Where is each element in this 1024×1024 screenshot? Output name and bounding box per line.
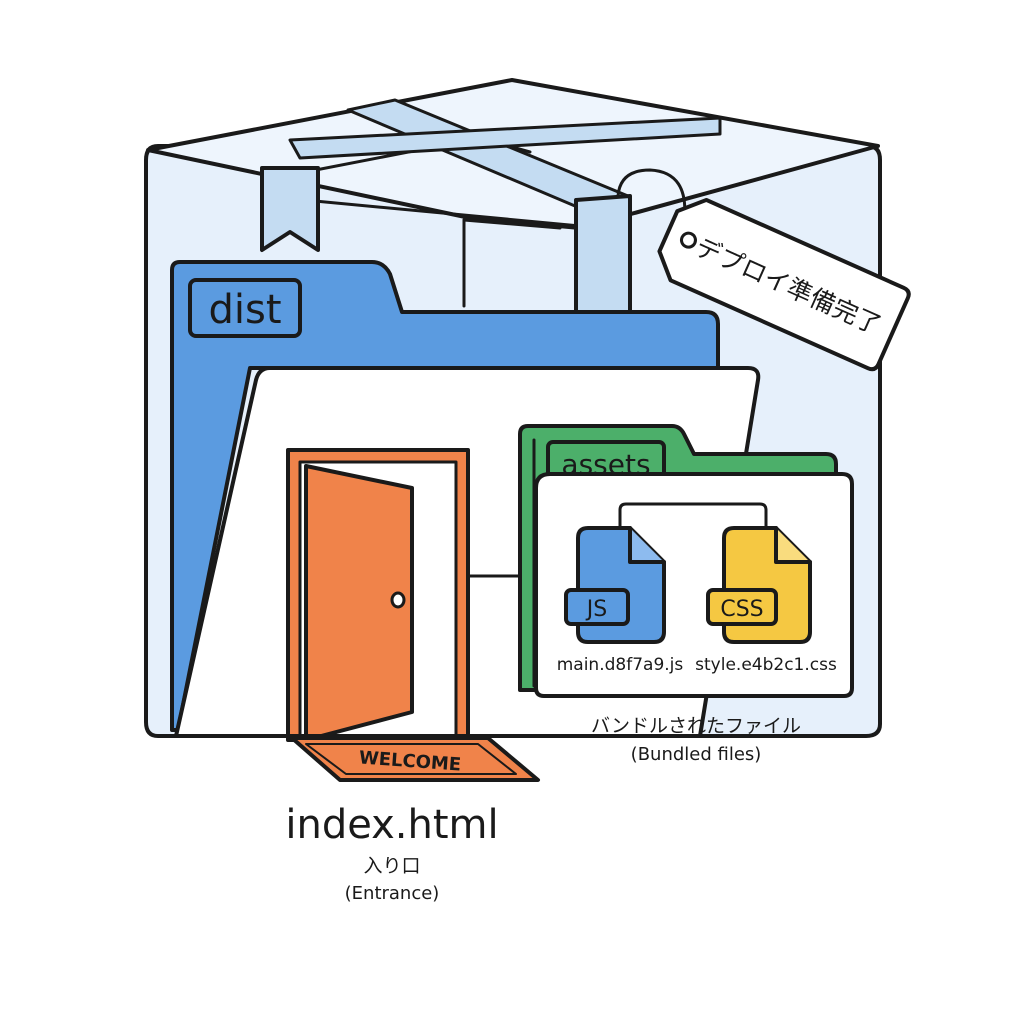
css-badge-text: CSS (720, 597, 763, 622)
js-file-icon: JS (564, 526, 666, 644)
css-file-icon: CSS (706, 526, 812, 644)
door-knob (390, 591, 406, 609)
dist-label-box (188, 278, 302, 338)
tag-string (616, 168, 687, 224)
bundled-label-ja: バンドルされたファイル (591, 715, 801, 737)
css-badge (706, 588, 778, 626)
files-connector (618, 502, 768, 530)
bundled-label-en: (Bundled files) (631, 744, 762, 765)
tape-ribbon-left (260, 166, 320, 252)
js-filename: main.d8f7a9.js (557, 655, 684, 675)
entrance-filename: index.html (285, 802, 498, 848)
js-badge (564, 588, 630, 626)
css-filename: style.e4b2c1.css (695, 655, 837, 675)
entrance-label-en: (Entrance) (345, 883, 440, 904)
js-badge-text: JS (585, 597, 607, 622)
door (304, 464, 414, 742)
dist-label: dist (208, 287, 281, 333)
entrance-label-ja: 入り口 (363, 855, 420, 877)
